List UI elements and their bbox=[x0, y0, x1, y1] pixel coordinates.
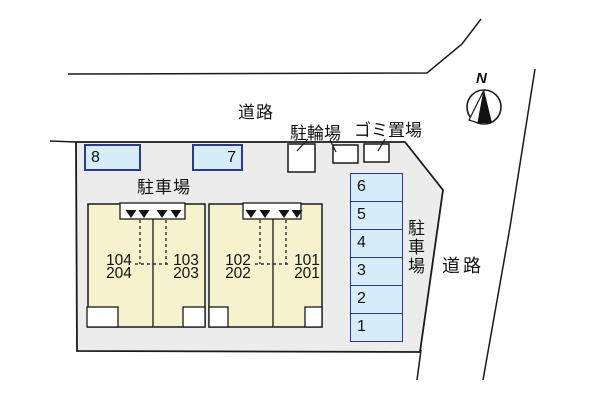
parking-space-1-number: 1 bbox=[357, 318, 366, 335]
road-label-top: 道路 bbox=[238, 103, 274, 122]
parking-space-7: 7 bbox=[192, 144, 243, 171]
unit-104: 104 bbox=[106, 252, 132, 269]
boundary-extension-right bbox=[416, 349, 422, 381]
entry-path-dashed-lines bbox=[135, 220, 288, 265]
parking-space-4-number: 4 bbox=[357, 234, 366, 251]
parking-lot-label-top: 駐車場 bbox=[137, 178, 191, 197]
unit-201: 201 bbox=[294, 265, 320, 282]
bottom-notch-3 bbox=[208, 306, 229, 328]
unit-203: 203 bbox=[173, 265, 199, 282]
parking-space-8-number: 8 bbox=[91, 149, 100, 166]
bicycle-parking-label: 駐輪場 bbox=[290, 124, 341, 143]
leader-line-bicycle-1 bbox=[296, 138, 309, 152]
bottom-notch-2 bbox=[182, 306, 206, 328]
parking-space-3: 3 bbox=[350, 257, 403, 286]
north-compass-icon bbox=[466, 89, 502, 125]
parking-space-1: 1 bbox=[350, 313, 403, 342]
parking-space-5-number: 5 bbox=[357, 206, 366, 223]
unit-202: 202 bbox=[225, 265, 251, 282]
bottom-notch-1 bbox=[86, 306, 119, 328]
entrance-arrow-icons bbox=[125, 210, 303, 218]
garbage-area-box bbox=[363, 143, 390, 163]
road-edge-top bbox=[67, 18, 482, 75]
leader-line-bicycle-2 bbox=[329, 139, 337, 153]
bicycle-parking-box-2 bbox=[332, 144, 359, 164]
road-edge-right bbox=[482, 68, 536, 381]
parking-space-3-number: 3 bbox=[357, 262, 366, 279]
road-label-right: 道路 bbox=[442, 256, 484, 276]
bicycle-parking-box bbox=[287, 143, 316, 173]
parking-space-5: 5 bbox=[350, 201, 403, 230]
parking-space-6-number: 6 bbox=[357, 178, 366, 195]
parking-space-2-number: 2 bbox=[357, 290, 366, 307]
unit-103: 103 bbox=[173, 252, 199, 269]
unit-101: 101 bbox=[294, 252, 320, 269]
north-label: N bbox=[476, 70, 487, 87]
parking-space-4: 4 bbox=[350, 229, 403, 258]
parking-space-6: 6 bbox=[350, 173, 403, 202]
unit-204: 204 bbox=[106, 265, 132, 282]
leader-line-garbage bbox=[377, 138, 386, 152]
parking-space-2: 2 bbox=[350, 285, 403, 314]
unit-label-104-204: 104 204 bbox=[95, 252, 143, 282]
parking-space-7-number: 7 bbox=[227, 149, 236, 166]
parking-lot-label-right: 駐車場 bbox=[405, 219, 424, 276]
unit-label-101-201: 101 201 bbox=[283, 252, 331, 282]
bottom-notch-4 bbox=[304, 306, 323, 328]
parking-space-8: 8 bbox=[84, 144, 141, 171]
unit-102: 102 bbox=[225, 252, 251, 269]
unit-label-102-202: 102 202 bbox=[214, 252, 262, 282]
unit-label-103-203: 103 203 bbox=[162, 252, 210, 282]
boundary-tick-left bbox=[49, 140, 77, 143]
garbage-area-label: ゴミ置場 bbox=[354, 121, 422, 140]
